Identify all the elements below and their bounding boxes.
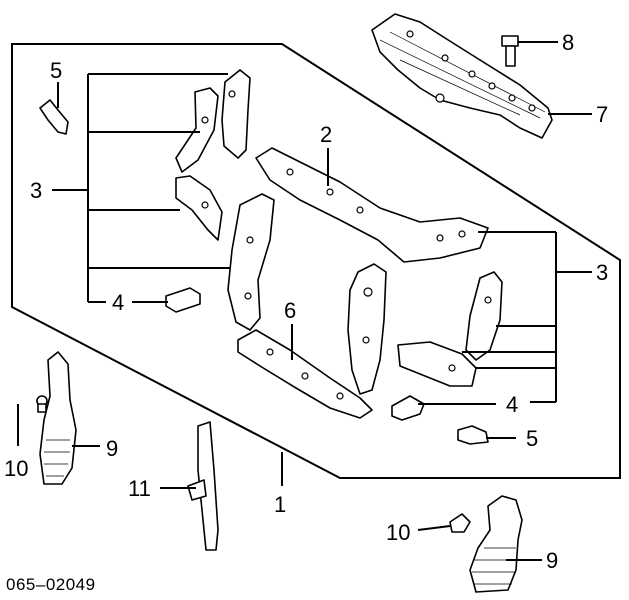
callout-9-left: 9 [106,436,118,461]
part-right-side-member [347,263,387,395]
callout-11: 11 [128,476,151,501]
part-left-side-member [227,193,275,331]
part-5-clip-bottom [457,425,489,445]
callout-3-right: 3 [596,260,608,285]
part-7-support-bracket [371,13,553,139]
callout-8: 8 [562,30,574,55]
callout-1: 1 [274,492,286,517]
assembly-frame [11,43,621,479]
part-11-seal [187,421,219,551]
callout-6: 6 [284,298,296,323]
callout-2: 2 [320,122,332,147]
part-8-bolt [501,35,519,67]
callout-5-top: 5 [50,58,62,83]
part-4-bracket-right [391,395,425,421]
part-9-air-guide-left [39,351,77,485]
part-3-right-supports [397,271,503,387]
part-6-lower-support [237,329,373,419]
callout-10-left: 10 [4,456,28,481]
callout-3-left: 3 [30,178,42,203]
part-4-block-left [165,287,201,313]
callout-7: 7 [596,102,608,127]
part-5-clip-top [39,99,69,135]
diagram-code: 065–02049 [6,575,96,594]
callout-5-bottom: 5 [526,426,538,451]
leader-lines [17,41,592,561]
part-10-clip-right [449,513,471,533]
callout-4-right: 4 [506,392,518,417]
callout-4-left: 4 [112,290,124,315]
callout-10-right: 10 [386,520,410,545]
part-10-clip-left [36,395,48,413]
part-2-upper-support [255,147,489,263]
part-9-air-guide-right [469,495,523,593]
part-3-left-supports [175,69,251,241]
callout-9-right: 9 [546,548,558,573]
